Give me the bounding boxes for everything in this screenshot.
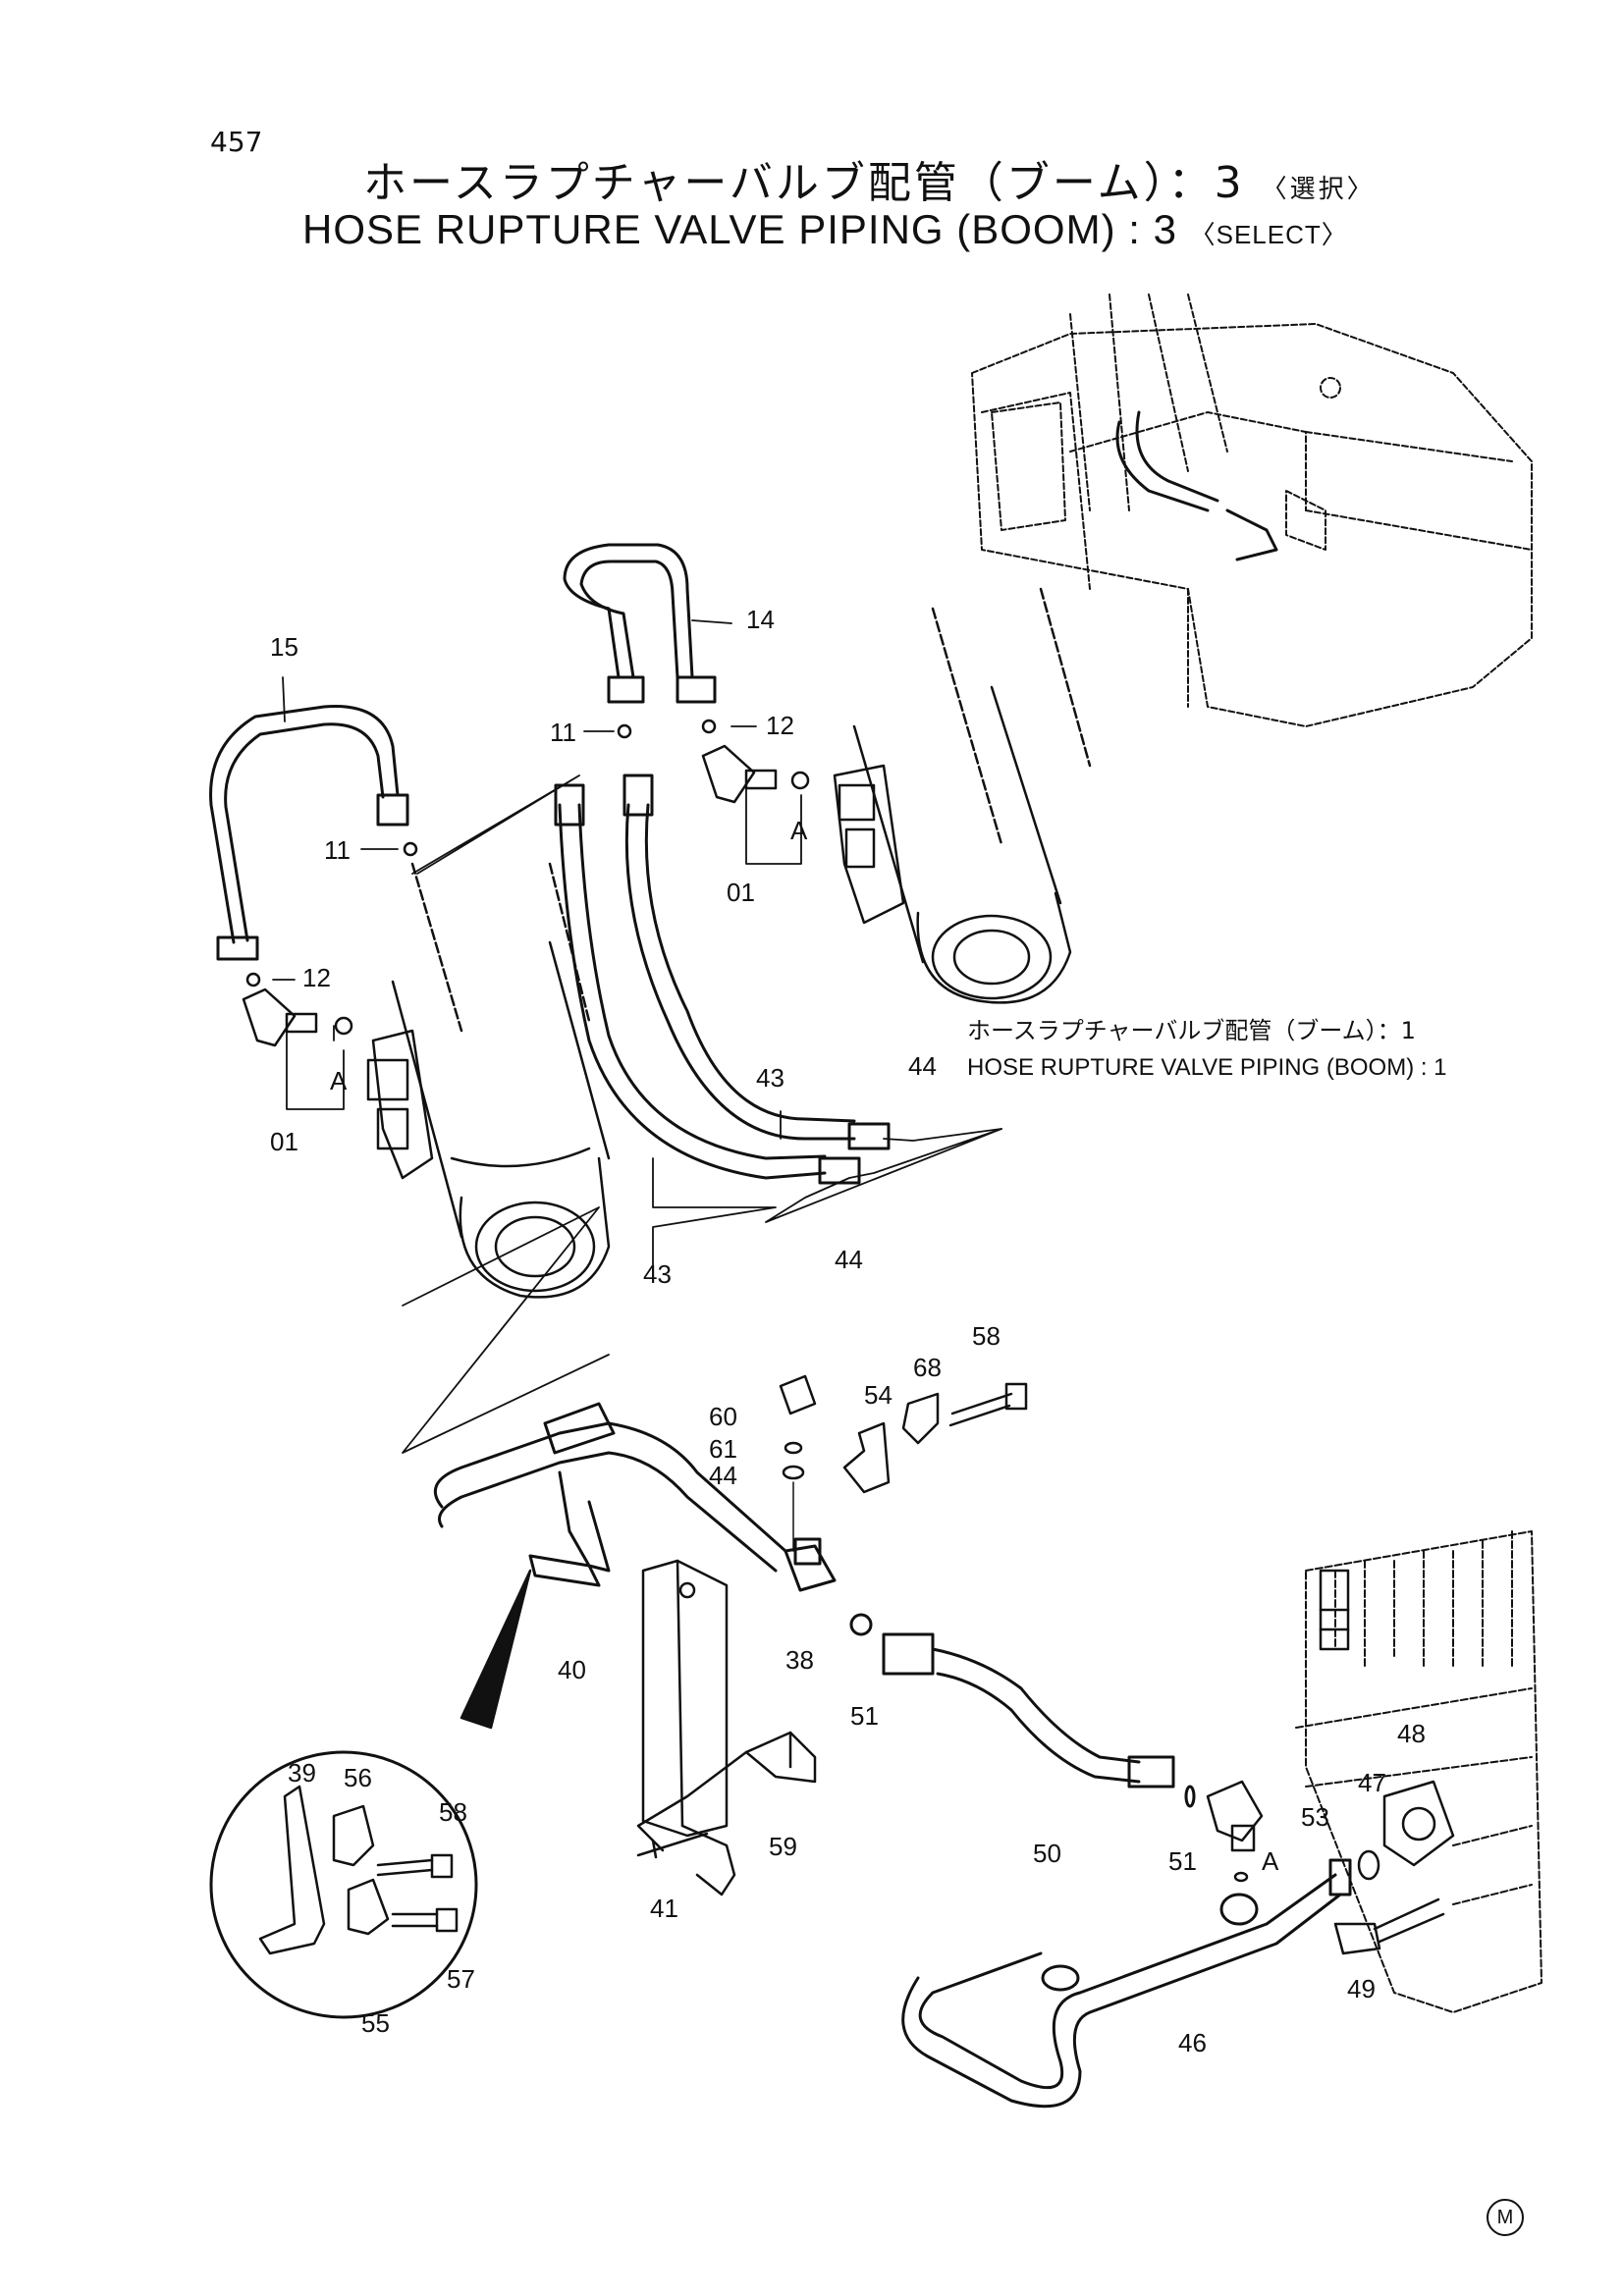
boom-cylinder-left: [366, 862, 611, 1299]
label-A-upper: A: [790, 816, 808, 845]
label-56: 56: [344, 1763, 372, 1792]
pipe-46: [901, 1858, 1352, 2109]
label-58a: 58: [972, 1321, 1001, 1351]
label-61: 61: [709, 1434, 737, 1464]
label-44c: 44: [709, 1461, 737, 1490]
title-jp-suffix: 〈選択〉: [1261, 175, 1376, 204]
hose-14: [563, 543, 717, 704]
label-41: 41: [650, 1894, 678, 1923]
label-14: 14: [746, 605, 775, 634]
label-60: 60: [709, 1402, 737, 1431]
label-38: 38: [785, 1645, 814, 1675]
title-japanese: ホースラプチャーバルブ配管（ブーム）：3 〈選択〉: [363, 147, 1376, 210]
label-01a: 01: [727, 878, 755, 907]
title-en-suffix: 〈SELECT〉: [1189, 220, 1348, 249]
page-number: 457: [210, 126, 263, 158]
label-12a: 12: [766, 711, 794, 740]
title-english: HOSE RUPTURE VALVE PIPING (BOOM) : 3 〈SE…: [302, 206, 1348, 253]
hoses-43: [554, 774, 891, 1185]
label-50: 50: [1033, 1839, 1061, 1868]
label-A-left: A: [330, 1066, 348, 1095]
clamp-59: [636, 1731, 817, 1859]
label-58b: 58: [439, 1797, 467, 1827]
detail-circle: [209, 1569, 532, 2019]
label-39: 39: [288, 1758, 316, 1788]
label-43b: 43: [643, 1259, 672, 1289]
bracket-40: [641, 1559, 736, 1896]
label-40: 40: [558, 1655, 586, 1684]
label-11b: 11: [324, 835, 351, 865]
overview-hoses: [1115, 410, 1278, 561]
part-labels: 15 14 11 11 12 12 A A A 01 01 43 43 44 4…: [270, 605, 1426, 2057]
leader-lines: [272, 619, 1002, 1454]
label-53: 53: [1301, 1802, 1329, 1832]
title-jp-text: ホースラプチャーバルブ配管（ブーム）：3: [363, 158, 1245, 208]
label-48: 48: [1397, 1719, 1426, 1748]
upper-clamp-hardware: [779, 1374, 1028, 1552]
reference-note-en: HOSE RUPTURE VALVE PIPING (BOOM) : 1: [967, 1054, 1447, 1081]
excavator-overview: [971, 294, 1533, 727]
pipe-assembly-38: [433, 1402, 837, 1592]
label-51b: 51: [1168, 1846, 1197, 1876]
label-68: 68: [913, 1353, 942, 1382]
valve-spool: [1319, 1569, 1350, 1651]
label-A-lower: A: [1262, 1846, 1279, 1876]
label-15: 15: [270, 632, 298, 662]
label-54: 54: [864, 1380, 893, 1410]
label-44a: 44: [908, 1051, 937, 1081]
corner-mark: M: [1487, 2199, 1524, 2236]
hose-50: [849, 1613, 1196, 1808]
label-47: 47: [1358, 1768, 1386, 1797]
flange-hardware: [1333, 1780, 1455, 1955]
label-59: 59: [769, 1832, 797, 1861]
label-57: 57: [447, 1964, 475, 1994]
control-valve: [1295, 1530, 1542, 2013]
boom-cylinder-right: [833, 587, 1092, 1004]
reference-note-jp: ホースラプチャーバルブ配管（ブーム）：1: [967, 1017, 1416, 1044]
hose-15: [209, 705, 409, 961]
label-55: 55: [361, 2008, 390, 2038]
elbow-fittings-01: [242, 719, 810, 1047]
title-en-text: HOSE RUPTURE VALVE PIPING (BOOM) : 3: [302, 206, 1177, 252]
label-43a: 43: [756, 1063, 784, 1093]
label-46: 46: [1178, 2028, 1207, 2057]
label-01b: 01: [270, 1127, 298, 1156]
label-12b: 12: [302, 963, 331, 992]
label-49: 49: [1347, 1974, 1376, 2003]
label-51a: 51: [850, 1701, 879, 1731]
label-11a: 11: [550, 718, 576, 747]
elbow-53: [1206, 1780, 1264, 1883]
label-44b: 44: [835, 1245, 863, 1274]
